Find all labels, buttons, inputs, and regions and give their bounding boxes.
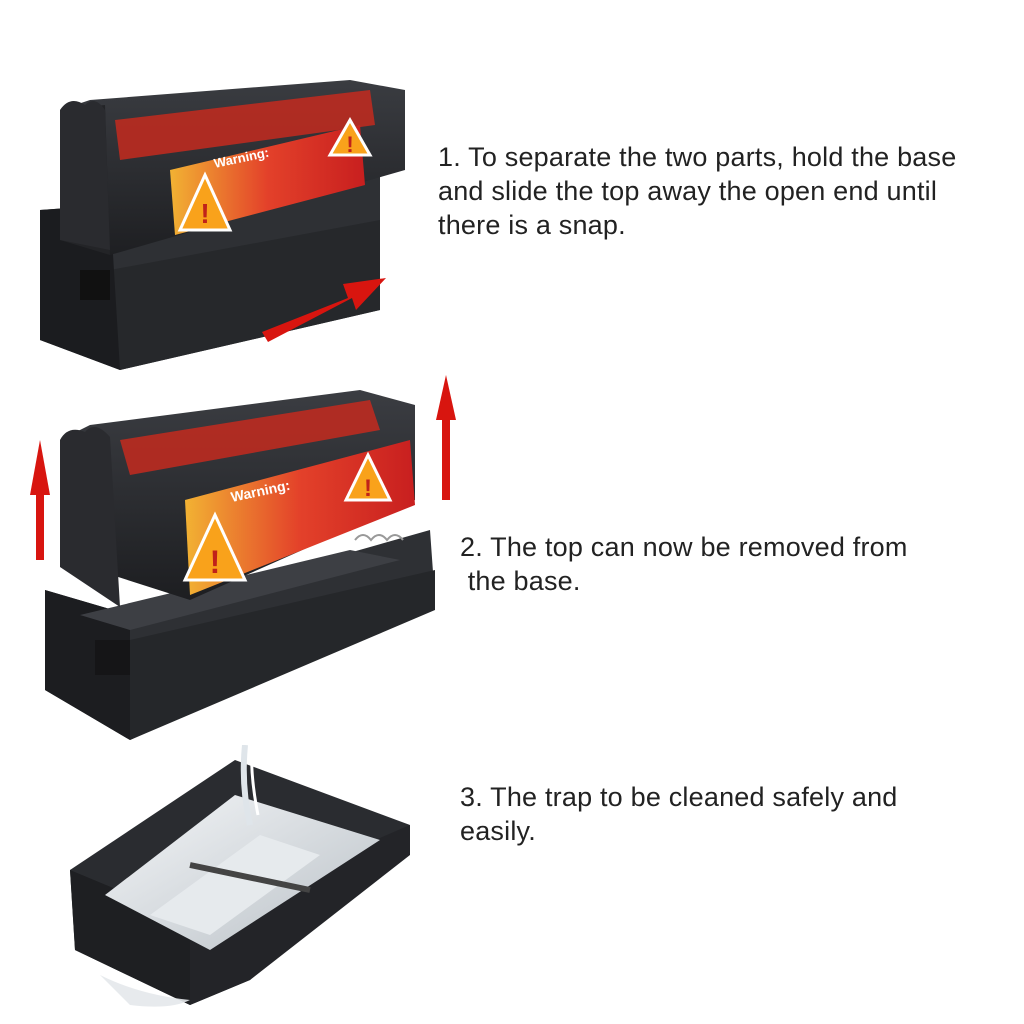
- warning-triangle-icon: !: [177, 171, 233, 232]
- warning-triangle-icon: !: [327, 116, 373, 157]
- warning-triangle-icon: !: [182, 511, 248, 582]
- arrow-diagonal-icon: [262, 278, 386, 342]
- arrow-up-icon: [436, 375, 456, 500]
- svg-text:!: !: [200, 198, 209, 229]
- warning-triangle-icon: !: [343, 451, 393, 502]
- illustration-step-3: [60, 745, 420, 1015]
- trap-assembled-image: ! ! Warning:: [40, 80, 405, 370]
- step-3-line-1: 3. The trap to be cleaned safely and: [460, 782, 898, 812]
- arrow-up-icon: [30, 440, 50, 560]
- step-1-instruction: 1. To separate the two parts, hold the b…: [438, 140, 1018, 242]
- step-1-line-1: 1. To separate the two parts, hold the b…: [438, 142, 957, 172]
- step-2-instruction: 2. The top can now be removed from the b…: [460, 530, 980, 598]
- step-3-line-2: easily.: [460, 816, 536, 846]
- step-2-line-1: 2. The top can now be removed from: [460, 532, 908, 562]
- svg-text:!: !: [364, 475, 372, 502]
- step-3-instruction: 3. The trap to be cleaned safely and eas…: [460, 780, 980, 848]
- trap-separated-image: ! ! Warning:: [30, 375, 456, 740]
- step-1-line-3: there is a snap.: [438, 210, 626, 240]
- step-1-line-2: and slide the top away the open end unti…: [438, 176, 938, 206]
- trap-cleaning-image: [70, 745, 410, 1007]
- svg-text:!: !: [346, 132, 353, 157]
- illustration-step-1: ! ! Warning:: [30, 70, 420, 380]
- illustration-step-2: ! ! Warning:: [20, 370, 460, 750]
- svg-text:!: !: [210, 544, 221, 580]
- step-2-line-2: the base.: [460, 566, 581, 596]
